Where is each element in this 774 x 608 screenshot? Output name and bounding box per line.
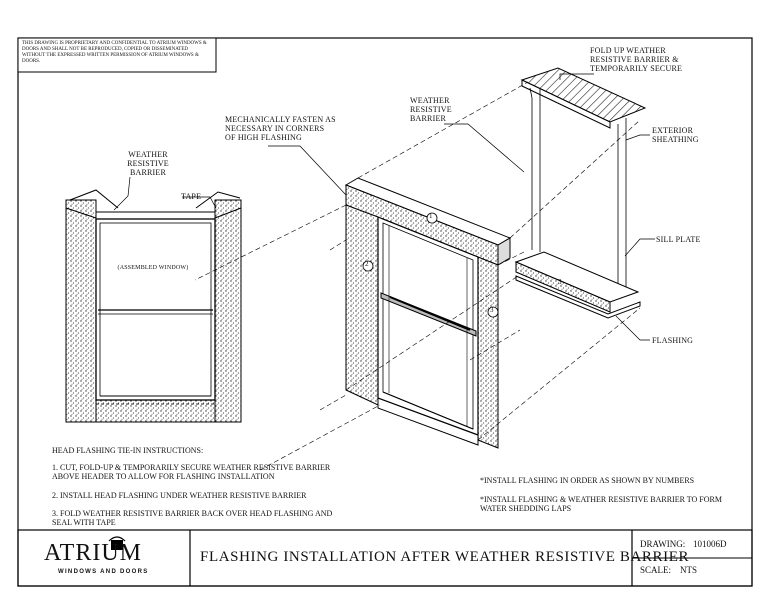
left-jamb-wall xyxy=(65,199,97,423)
exploded-parts xyxy=(514,67,647,319)
iso-window-frame xyxy=(377,216,479,436)
instructions-heading: HEAD FLASHING TIE-IN INSTRUCTIONS: xyxy=(52,446,204,455)
marker-2: 2 xyxy=(365,260,369,268)
proprietary-notice: THIS DRAWING IS PROPRIETARY AND CONFIDEN… xyxy=(22,41,207,64)
left-elevation xyxy=(65,189,242,423)
scale-value: NTS xyxy=(680,565,698,575)
drawing-label: DRAWING: xyxy=(640,539,686,549)
instruction-step-2: 2. INSTALL HEAD FLASHING UNDER WEATHER R… xyxy=(52,491,307,500)
label-tape: TAPE xyxy=(181,192,202,201)
label-wrb-left: WEATHER RESISTIVE BARRIER xyxy=(127,150,169,177)
sill-area xyxy=(95,399,216,423)
label-assembled-window: (ASSEMBLED WINDOW) xyxy=(117,265,189,271)
projection-lines xyxy=(194,81,641,471)
label-flashing: FLASHING xyxy=(652,336,694,345)
label-fold-up: FOLD UP WEATHER RESISTIVE BARRIER & TEMP… xyxy=(590,46,683,73)
scale-label: SCALE: xyxy=(640,565,672,575)
logo-subtext: WINDOWS AND DOORS xyxy=(58,569,149,575)
note-2: *INSTALL FLASHING & WEATHER RESISTIVE BA… xyxy=(480,495,722,513)
instruction-step-3: 3. FOLD WEATHER RESISTIVE BARRIER BACK O… xyxy=(52,509,333,527)
marker-1: 1 xyxy=(429,212,433,220)
atrium-logo-mark xyxy=(108,536,126,550)
right-jamb-wall xyxy=(214,199,242,423)
label-wrb-center: WEATHER RESISTIVE BARRIER xyxy=(410,96,452,123)
marker-3a: 3 xyxy=(490,306,494,314)
drawing-number: 101006D xyxy=(693,539,727,549)
label-exterior-sheathing: EXTERIOR SHEATHING xyxy=(652,126,699,144)
marker-3b: 3 xyxy=(558,278,562,286)
label-sill-plate: SILL PLATE xyxy=(656,235,701,244)
title-block xyxy=(17,529,753,587)
label-mechanically-fasten: MECHANICALLY FASTEN AS NECESSARY IN CORN… xyxy=(225,115,336,142)
left-jamb xyxy=(345,204,379,406)
logo-text: ATRIUM xyxy=(44,540,143,566)
instruction-step-1: 1. CUT, FOLD-UP & TEMPORARILY SECURE WEA… xyxy=(52,463,331,481)
right-jamb xyxy=(477,256,499,449)
note-1: *INSTALL FLASHING IN ORDER AS SHOWN BY N… xyxy=(480,476,695,485)
notice-box xyxy=(17,37,217,73)
drawing-title: FLASHING INSTALLATION AFTER WEATHER RESI… xyxy=(200,549,690,565)
